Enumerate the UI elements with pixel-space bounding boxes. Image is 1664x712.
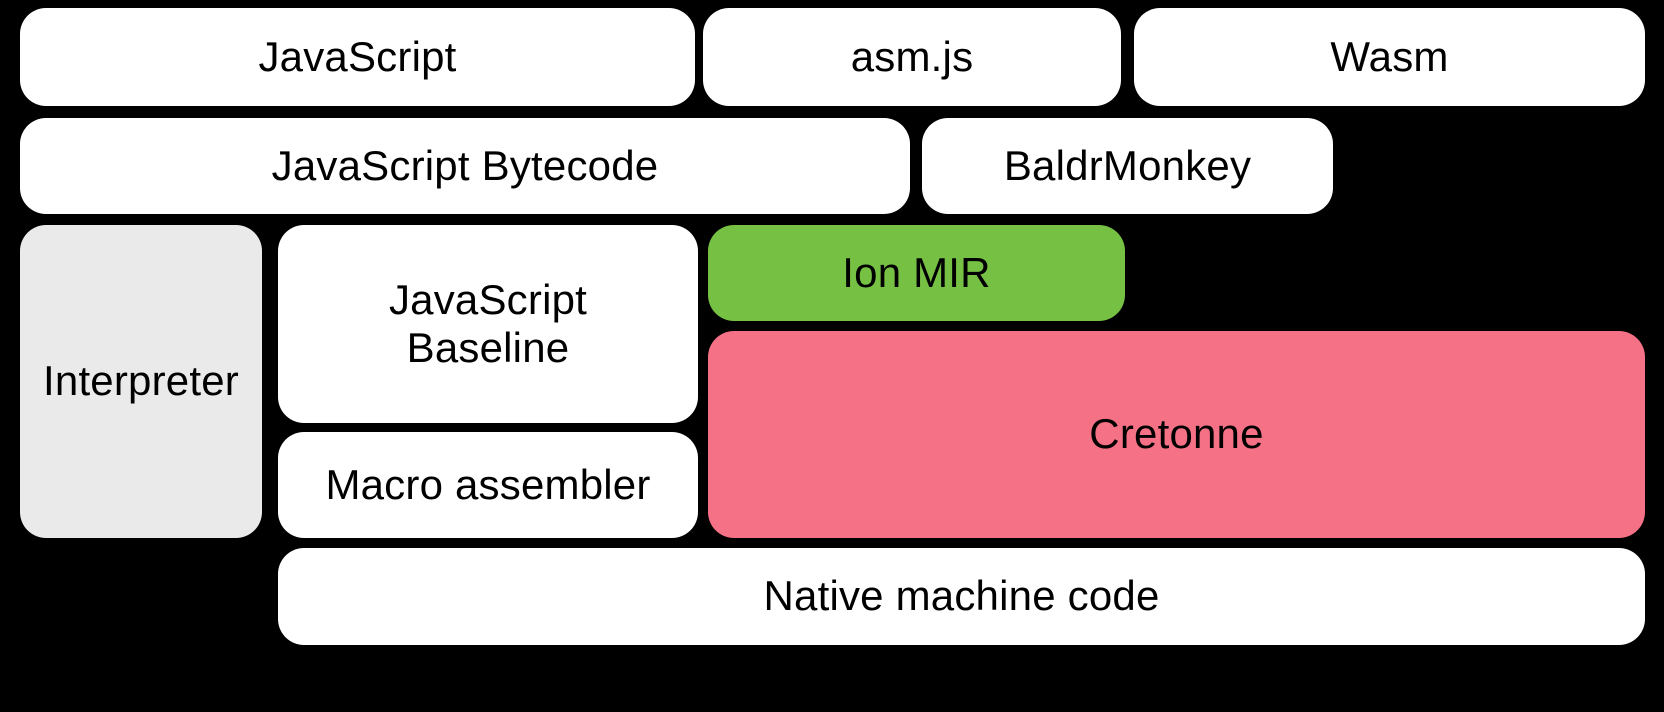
box-asm-js: asm.js — [703, 8, 1121, 106]
box-native-machine-code: Native machine code — [278, 548, 1645, 645]
box-baldrmonkey: BaldrMonkey — [922, 118, 1333, 214]
box-javascript-bytecode: JavaScript Bytecode — [20, 118, 910, 214]
box-interpreter: Interpreter — [20, 225, 262, 538]
box-javascript-baseline: JavaScript Baseline — [278, 225, 698, 423]
box-javascript: JavaScript — [20, 8, 695, 106]
box-cretonne: Cretonne — [708, 331, 1645, 538]
box-macro-assembler: Macro assembler — [278, 432, 698, 538]
box-wasm: Wasm — [1134, 8, 1645, 106]
box-ion-mir: Ion MIR — [708, 225, 1125, 321]
